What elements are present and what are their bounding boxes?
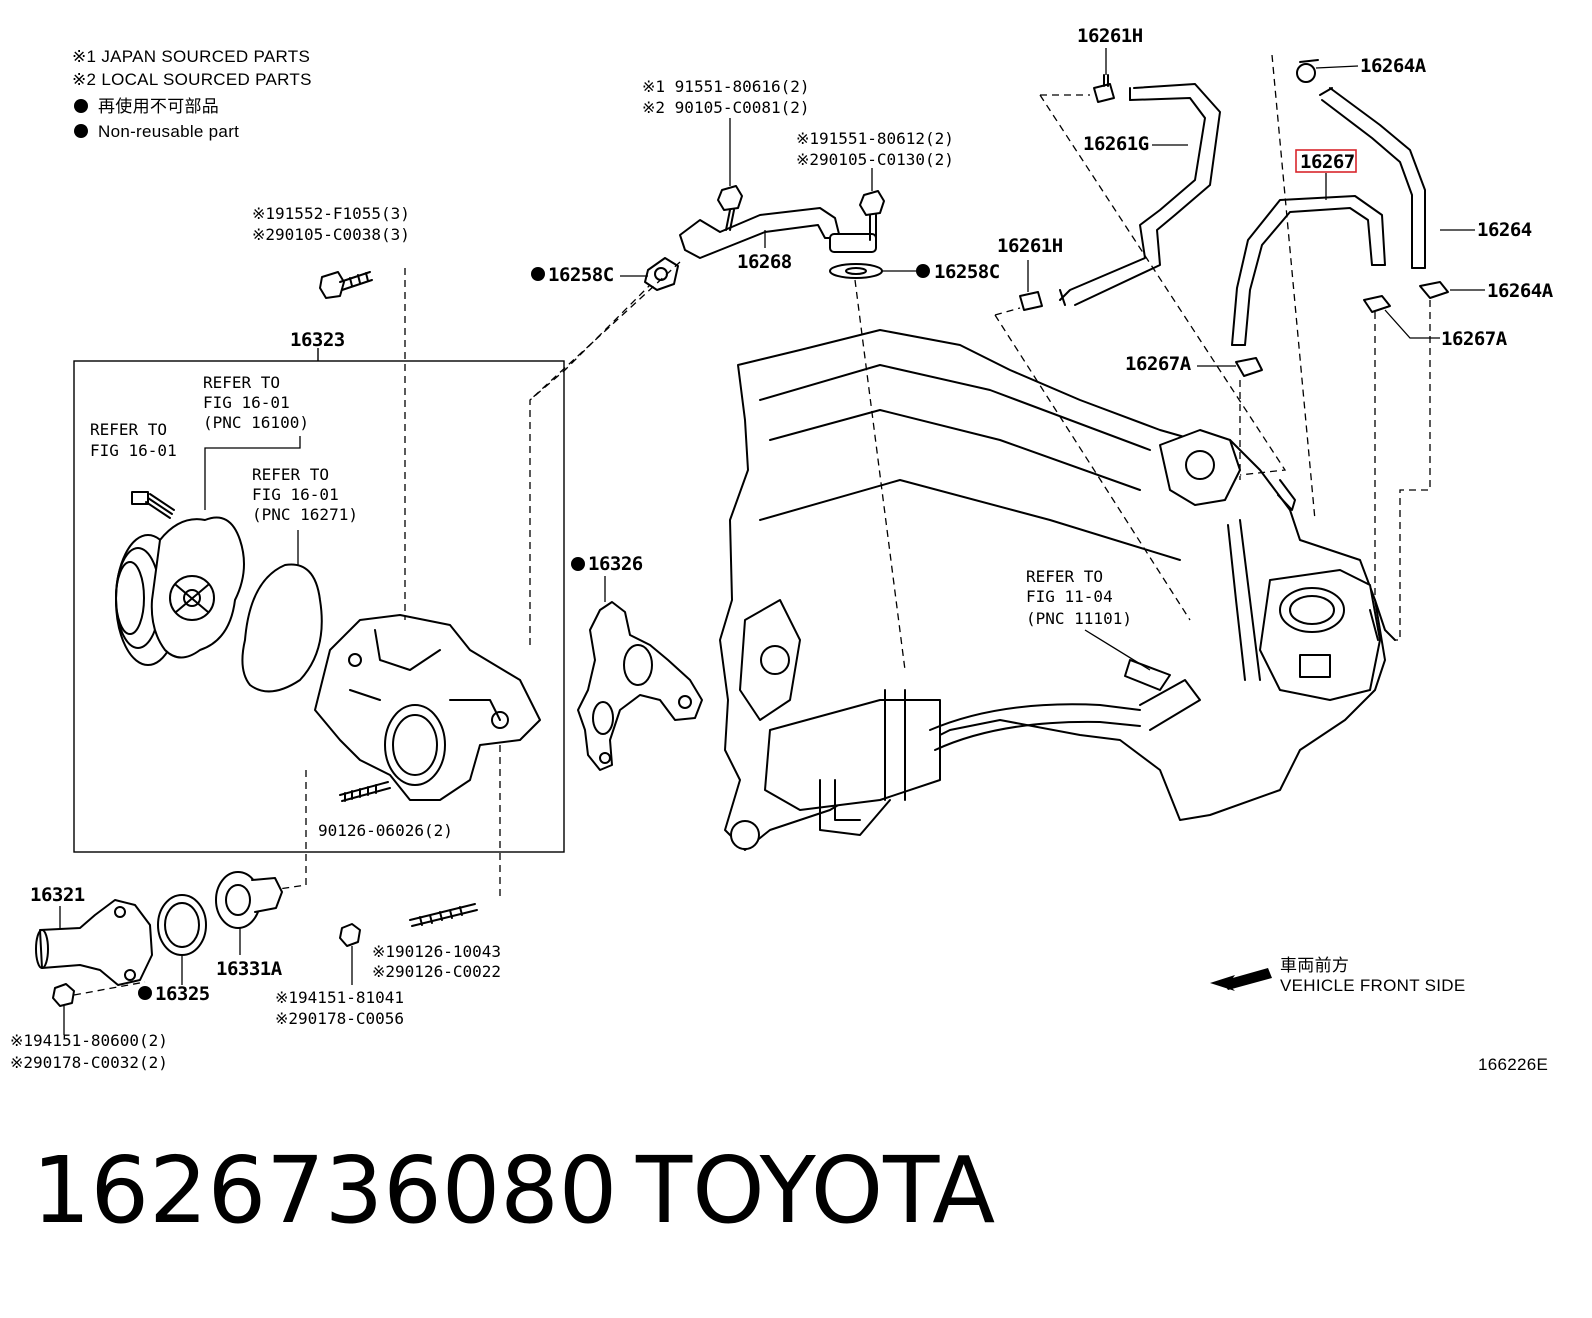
label-16258c-left: 16258C — [548, 264, 614, 286]
label-stud-d1: ※190126-10043 — [372, 942, 501, 961]
clamp-16261h-mid — [1019, 291, 1043, 311]
label-nut-e2: ※290178-C0056 — [275, 1009, 404, 1028]
legend-non-reusable-jp: 再使用不可部品 — [98, 96, 219, 116]
hose-16264 — [1319, 87, 1426, 269]
ref-line: (PNC 16100) — [203, 413, 309, 432]
assembly-box-16323 — [73, 360, 565, 853]
water-inlet-16321 — [35, 899, 153, 986]
gasket-16326 — [577, 601, 703, 771]
bolt-b — [859, 190, 885, 241]
label-bolt-c1: ※191552-F1055(3) — [252, 204, 410, 223]
vehicle-front-jp: 車両前方 — [1280, 956, 1349, 975]
label-16258c-right: 16258C — [934, 261, 1000, 283]
label-16264: 16264 — [1477, 219, 1532, 241]
pump-housing — [314, 614, 541, 801]
non-reusable-dot-icon — [138, 986, 152, 1000]
highlight-box-16267 — [1295, 149, 1357, 173]
hose-16267 — [1231, 195, 1386, 346]
label-nut-f1: ※194151-80600(2) — [10, 1031, 168, 1050]
vehicle-front-arrow-icon — [1210, 968, 1272, 991]
clamp-16267a-right — [1363, 295, 1391, 313]
non-reusable-dot-icon — [571, 557, 585, 571]
bolt-a — [717, 185, 743, 231]
gasket-16325 — [157, 894, 207, 956]
thermostat-16331a — [215, 871, 283, 929]
non-reusable-dot-icon — [531, 267, 545, 281]
ref-line: REFER TO — [1026, 567, 1103, 586]
label-bolt-c2: ※290105-C0038(3) — [252, 225, 410, 244]
label-16267a-left: 16267A — [1125, 353, 1192, 375]
non-reusable-dot-icon — [916, 264, 930, 278]
nut-f — [52, 983, 75, 1007]
engine-block — [719, 329, 1396, 851]
caption-brand: TOYOTA — [635, 1137, 995, 1244]
clamp-16261h-top — [1093, 74, 1115, 103]
caption-part-number: 1626736080 — [32, 1137, 617, 1244]
label-16321: 16321 — [30, 884, 85, 906]
refer-fig-16-01-pnc-16271[interactable]: REFER TO FIG 16-01 (PNC 16271) — [252, 465, 358, 524]
bolt-c — [319, 271, 373, 299]
gasket-16258c-left — [644, 257, 679, 291]
label-16268: 16268 — [737, 251, 792, 273]
label-bolt-a2: ※2 90105-C0081(2) — [642, 98, 810, 117]
refer-fig-16-01[interactable]: REFER TO FIG 16-01 — [90, 420, 177, 460]
clamp-16264a-right — [1419, 281, 1449, 299]
water-pump — [115, 516, 245, 666]
clamp-16264a-top — [1296, 59, 1319, 83]
label-stud-d2: ※290126-C0022 — [372, 962, 501, 981]
ref-line: (PNC 16271) — [252, 505, 358, 524]
ref-line: REFER TO — [252, 465, 329, 484]
label-16267: 16267 — [1300, 151, 1355, 173]
label-16325: 16325 — [155, 983, 210, 1005]
legend: ※1 JAPAN SOURCED PARTS ※2 LOCAL SOURCED … — [72, 47, 312, 141]
ref-line: REFER TO — [203, 373, 280, 392]
legend-japan: ※1 JAPAN SOURCED PARTS — [72, 47, 310, 66]
label-nut-f2: ※290178-C0032(2) — [10, 1053, 168, 1072]
label-90126-06026: 90126-06026(2) — [318, 821, 453, 840]
label-16326: 16326 — [588, 553, 643, 575]
stud-d — [409, 903, 478, 927]
label-16261h-mid: 16261H — [997, 235, 1063, 257]
pump-bolt — [131, 491, 175, 519]
hose-16261g — [1059, 83, 1221, 306]
label-16261h-top: 16261H — [1077, 25, 1143, 47]
label-16267a-right: 16267A — [1441, 328, 1508, 350]
label-16264a-right: 16264A — [1487, 280, 1554, 302]
stud-90126 — [339, 781, 391, 802]
label-bolt-b2: ※290105-C0130(2) — [796, 150, 954, 169]
label-16261g: 16261G — [1083, 133, 1149, 155]
nut-e — [339, 923, 361, 947]
gasket-16258c-right — [829, 263, 883, 279]
ref-line: FIG 16-01 — [203, 393, 290, 412]
legend-local: ※2 LOCAL SOURCED PARTS — [72, 70, 312, 89]
non-reusable-dot-icon — [74, 124, 88, 138]
ref-line: FIG 11-04 — [1026, 587, 1113, 606]
ref-line: FIG 16-01 — [90, 441, 177, 460]
clamp-16267a-left — [1235, 357, 1263, 377]
figure-code: 166226E — [1478, 1055, 1548, 1074]
non-reusable-dot-icon — [74, 99, 88, 113]
legend-non-reusable-en: Non-reusable part — [98, 122, 239, 141]
label-16323: 16323 — [290, 329, 345, 351]
ref-line: REFER TO — [90, 420, 167, 439]
label-16264a-top: 16264A — [1360, 55, 1427, 77]
ref-line: FIG 16-01 — [252, 485, 339, 504]
refer-fig-16-01-pnc-16100[interactable]: REFER TO FIG 16-01 (PNC 16100) — [203, 373, 309, 432]
vehicle-front-en: VEHICLE FRONT SIDE — [1280, 976, 1466, 995]
label-bolt-a1: ※1 91551-80616(2) — [642, 77, 810, 96]
o-ring — [241, 563, 323, 693]
ref-line: (PNC 11101) — [1026, 609, 1132, 628]
refer-fig-11-04[interactable]: REFER TO FIG 11-04 (PNC 11101) — [1026, 567, 1132, 628]
label-bolt-b1: ※191551-80612(2) — [796, 129, 954, 148]
label-nut-e1: ※194151-81041 — [275, 988, 404, 1007]
label-16331a: 16331A — [216, 958, 283, 980]
